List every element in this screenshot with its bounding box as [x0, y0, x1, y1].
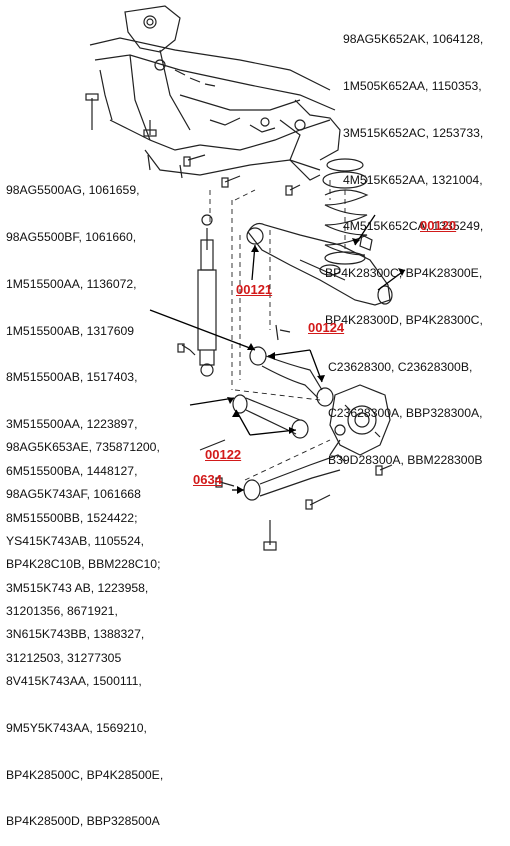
part-number-line: 8M515500BB, 1524422;: [6, 510, 138, 525]
part-number-line: 4M515K652AA, 1321004,: [343, 172, 483, 187]
part-list-top-right: 98AG5K652AK, 1064128, 1M505K652AA, 11503…: [325, 1, 484, 484]
part-number-line: 3M515K652AC, 1253733,: [343, 125, 484, 140]
guide-lines: [209, 180, 346, 481]
lower-spring-arm: [246, 222, 393, 306]
arrow-heads: [227, 238, 405, 494]
part-list-left-bottom: 98AG5K653AE, 735871200, 98AG5K743AF, 106…: [6, 409, 163, 846]
part-number-line: 4M515K652CA, 1335249,: [343, 219, 484, 234]
part-number-line: C23628300A, BBP328300A,: [328, 406, 483, 421]
part-number-line: 8M515500AB, 1517403,: [6, 370, 138, 385]
part-number-line: 3N615K743BB, 1388327,: [6, 627, 145, 642]
callout-00121[interactable]: 00121: [236, 282, 273, 297]
part-number-line: 9M5Y5K743AA, 1569210,: [6, 720, 147, 735]
part-number-line: 6M515500BA, 1448127,: [6, 463, 138, 478]
callout-00120[interactable]: 00120: [420, 218, 457, 233]
part-number-line: 8V415K743AA, 1500111,: [6, 674, 142, 689]
part-number-line: 1M505K652AA, 1150353,: [343, 78, 482, 93]
part-number-line: BP4K28300C, BP4K28300E,: [325, 266, 483, 281]
part-number-line: YS415K743AB, 1105524,: [6, 533, 145, 548]
subframe-bolts: [85, 93, 301, 196]
part-number-line: 98AG5500AG, 1061659,: [6, 183, 140, 198]
upper-control-arm: [249, 324, 334, 407]
part-number-line: B39D28300A, BBM228300B: [328, 453, 483, 468]
lower-trailing-link: [243, 439, 346, 501]
part-number-line: BP4K28300D, BP4K28300C,: [325, 312, 483, 327]
part-number-line: 3M515500AA, 1223897,: [6, 417, 138, 432]
suspension-diagram: [85, 5, 406, 551]
part-number-line: BP4K28500C, BP4K28500E,: [6, 767, 164, 782]
part-number-line: 98AG5500BF, 1061660,: [6, 229, 137, 244]
part-number-line: BP4K28500D, BBP328500A: [6, 814, 160, 829]
part-number-line: 1M515500AA, 1136072,: [6, 276, 137, 291]
subframe: [89, 5, 341, 181]
part-number-line: 98AG5K653AE, 735871200,: [6, 440, 160, 455]
bottom-bolts: [199, 439, 393, 551]
callout-00124[interactable]: 00124: [308, 320, 345, 335]
part-number-line: C23628300, C23628300B,: [328, 359, 473, 374]
lower-toe-arm: [232, 394, 309, 439]
callout-00122[interactable]: 00122: [205, 447, 242, 462]
part-number-line: 3M515K743 AB, 1223958,: [6, 580, 149, 595]
shock-absorber: [177, 214, 217, 377]
part-number-line: 98AG5K743AF, 1061668: [6, 486, 141, 501]
part-number-line: 98AG5K652AK, 1064128,: [343, 32, 484, 47]
wheel-knuckle: [329, 384, 391, 456]
part-number-line: 1M515500AB, 1317609: [6, 323, 135, 338]
callout-0634[interactable]: 0634: [193, 472, 222, 487]
